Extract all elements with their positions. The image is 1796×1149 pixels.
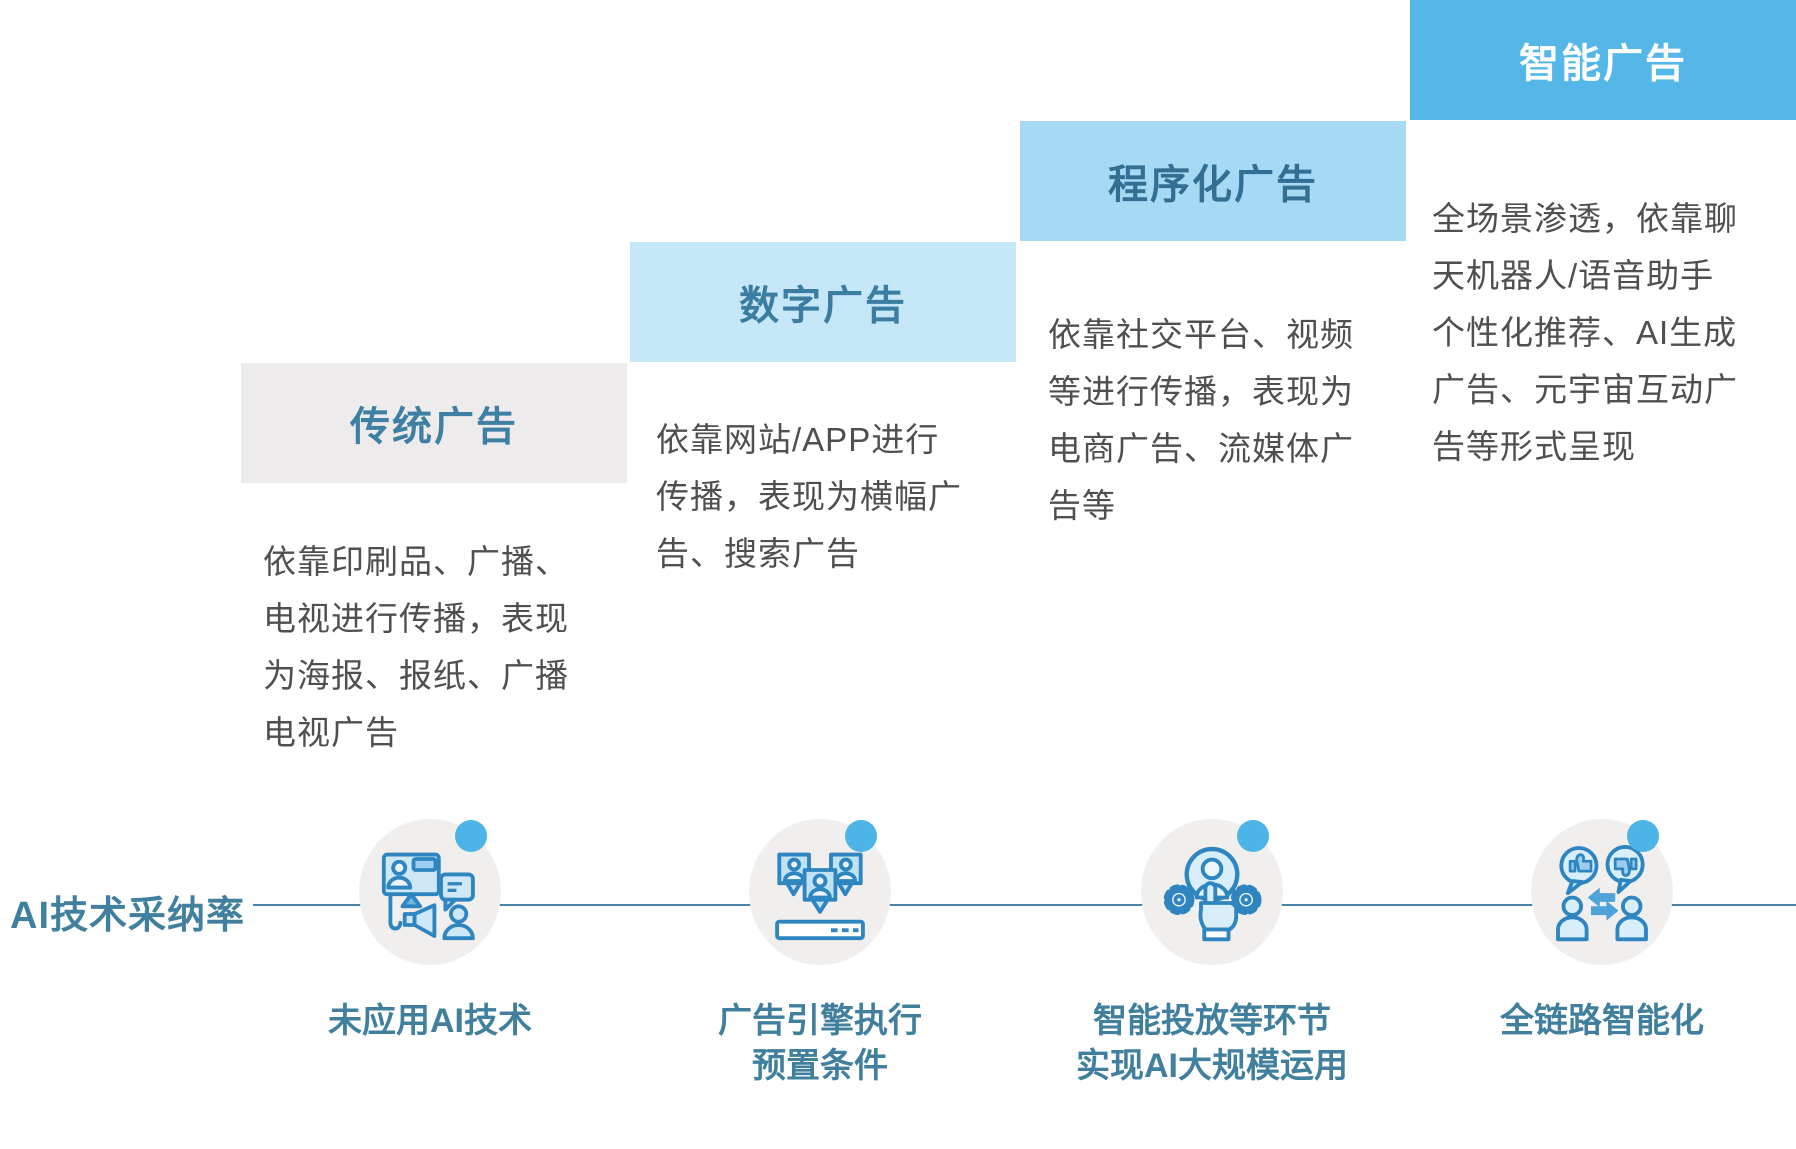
milestone-dot [1237, 820, 1269, 852]
broadcast-media-icon [381, 852, 475, 941]
stage-description-programmatic: 依靠社交平台、视频 等进行传播，表现为 电商广告、流媒体广 告等 [1048, 316, 1354, 524]
feedback-exchange-icon [1556, 844, 1648, 942]
stage-description-traditional: 依靠印刷品、广播、 电视进行传播，表现 为海报、报纸、广播 电视广告 [263, 543, 569, 751]
milestone-dot [455, 820, 487, 852]
stage-header-digital: 数字广告 [630, 242, 1016, 362]
timeline-axis-line [253, 904, 1796, 906]
milestone-dot [845, 820, 877, 852]
stage-header-programmatic: 程序化广告 [1020, 121, 1406, 241]
milestone-dot [1627, 820, 1659, 852]
stage-header-intelligent: 智能广告 [1410, 0, 1796, 120]
milestone-label: 智能投放等环节 实现AI大规模运用 [1076, 1002, 1348, 1085]
ai-adoption-axis-label: AI技术采纳率 [10, 895, 246, 937]
milestone-label: 广告引擎执行 预置条件 [718, 1002, 922, 1085]
smart-targeting-icon [1163, 846, 1262, 942]
stage-header-traditional: 传统广告 [241, 363, 627, 483]
stage-description-intelligent: 全场景渗透，依靠聊 天机器人/语音助手 个性化推荐、AI生成 广告、元宇宙互动广… [1432, 200, 1738, 465]
stage-description-digital: 依靠网站/APP进行 传播，表现为横幅广 告、搜索广告 [656, 421, 962, 572]
audience-bubbles-icon [775, 852, 865, 941]
milestone-label: 全链路智能化 [1500, 1002, 1704, 1040]
milestone-label: 未应用AI技术 [328, 1002, 532, 1040]
